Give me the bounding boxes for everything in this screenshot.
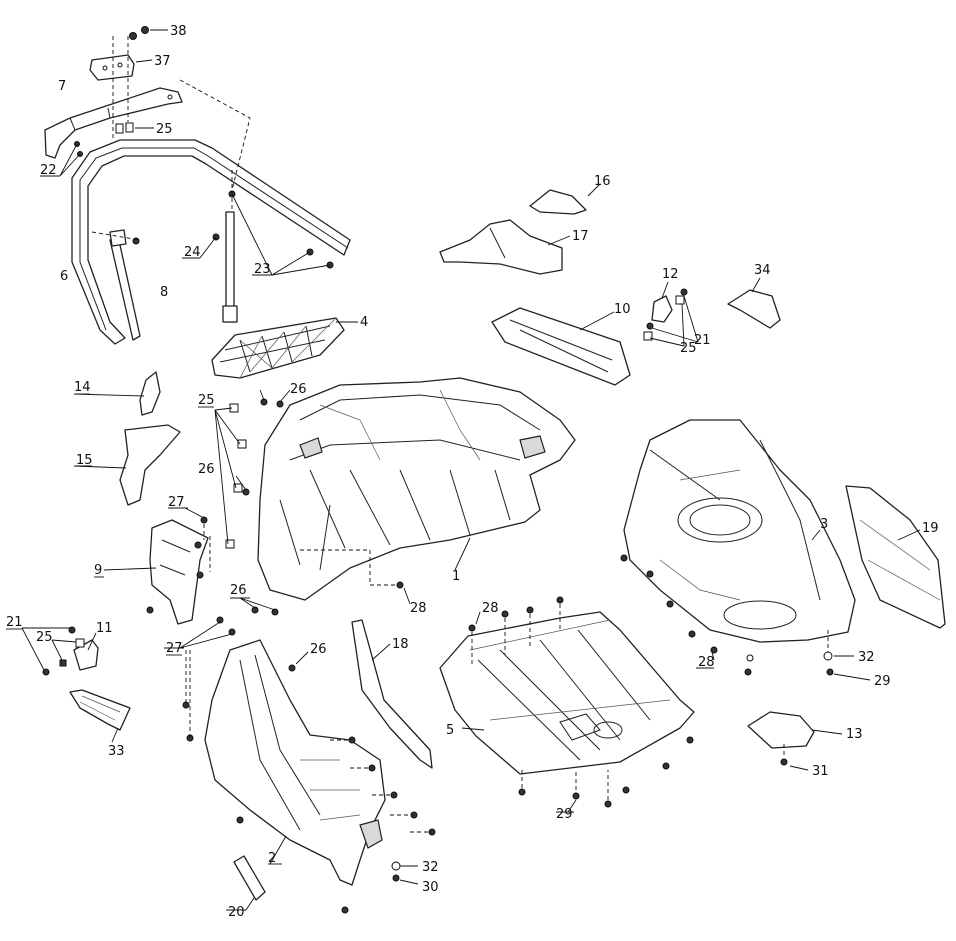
callout-21: 21 <box>6 615 23 630</box>
part-30-screw[interactable] <box>392 874 400 882</box>
part-4-mesh-panel[interactable] <box>211 317 345 379</box>
callout-31: 31 <box>812 764 829 779</box>
callout-14: 14 <box>74 380 91 395</box>
callout-12: 12 <box>662 267 679 282</box>
callout-4: 4 <box>360 315 368 330</box>
part-24-bracket[interactable] <box>212 211 238 323</box>
part-6-tube[interactable] <box>71 139 351 345</box>
part-3-right-side-floor[interactable] <box>623 419 856 643</box>
part-38-nut[interactable] <box>129 26 149 40</box>
callout-29: 29 <box>874 674 891 689</box>
callout-8: 8 <box>160 285 168 300</box>
callout-17: 17 <box>572 229 589 244</box>
callout-25: 25 <box>680 341 697 356</box>
part-28-screw[interactable] <box>396 581 404 589</box>
callout-20: 20 <box>228 905 245 920</box>
part-15-panel[interactable] <box>119 424 181 506</box>
part-9-side-panel[interactable] <box>149 519 209 625</box>
callout-26: 26 <box>290 382 307 397</box>
part-14-trim[interactable] <box>139 371 161 416</box>
part-5-fasteners[interactable] <box>468 596 694 808</box>
callout-25: 25 <box>156 122 173 137</box>
callout-27: 27 <box>168 495 185 510</box>
part-34-cover[interactable] <box>727 289 781 329</box>
part-3-fasteners[interactable] <box>620 554 754 676</box>
callout-34: 34 <box>754 263 771 278</box>
part-25-clips-right[interactable] <box>643 295 685 341</box>
callout-15: 15 <box>76 453 93 468</box>
part-21-bolts-right[interactable] <box>646 288 688 330</box>
callout-1: 1 <box>452 569 460 584</box>
part-18-side-strip[interactable] <box>351 619 433 769</box>
callout-5: 5 <box>446 723 454 738</box>
callout-38: 38 <box>170 24 187 39</box>
callout-28: 28 <box>482 601 499 616</box>
callout-3: 3 <box>820 517 828 532</box>
callout-21: 21 <box>694 333 711 348</box>
callout-26: 26 <box>230 583 247 598</box>
part-25-clips-lower-left[interactable] <box>59 638 85 667</box>
callout-22: 22 <box>40 163 57 178</box>
part-7-bracket[interactable] <box>44 87 183 159</box>
part-25-clip-top[interactable] <box>115 122 134 134</box>
callout-11: 11 <box>96 621 113 636</box>
part-37-plate[interactable] <box>89 54 135 81</box>
part-25-clips-left[interactable] <box>225 403 247 549</box>
part-17-seat-base[interactable] <box>439 219 563 275</box>
part-33-plate[interactable] <box>69 689 131 731</box>
part-22-bolts[interactable] <box>74 141 83 157</box>
part-10-console-panel[interactable] <box>491 307 631 386</box>
part-26-screw-front[interactable] <box>288 664 296 672</box>
part-16-cap[interactable] <box>529 189 587 215</box>
callout-25: 25 <box>36 630 53 645</box>
callout-18: 18 <box>392 637 409 652</box>
callout-26: 26 <box>198 462 215 477</box>
callout-29: 29 <box>556 807 573 822</box>
callout-32: 32 <box>422 860 439 875</box>
part-32-washer-front[interactable] <box>391 861 401 871</box>
part-12-bracket[interactable] <box>651 295 673 323</box>
part-5-skid-plate[interactable] <box>439 611 695 775</box>
callout-23: 23 <box>254 262 271 277</box>
part-13-cover-plate[interactable] <box>747 711 815 749</box>
callout-19: 19 <box>922 521 939 536</box>
part-32-washer-right[interactable] <box>823 651 833 661</box>
part-26-screws[interactable] <box>242 398 284 616</box>
callout-30: 30 <box>422 880 439 895</box>
callout-6: 6 <box>60 269 68 284</box>
callout-25: 25 <box>198 393 215 408</box>
callout-37: 37 <box>154 54 171 69</box>
callout-13: 13 <box>846 727 863 742</box>
callout-24: 24 <box>184 245 201 260</box>
callout-7: 7 <box>58 79 66 94</box>
part-2-front-well[interactable] <box>204 639 386 886</box>
callout-10: 10 <box>614 302 631 317</box>
part-8-strut[interactable] <box>109 229 141 341</box>
callout-2: 2 <box>268 851 276 866</box>
callout-26: 26 <box>310 642 327 657</box>
callout-33: 33 <box>108 744 125 759</box>
callout-32: 32 <box>858 650 875 665</box>
part-1-floor-tub[interactable] <box>257 377 576 601</box>
callout-28: 28 <box>698 655 715 670</box>
callout-16: 16 <box>594 174 611 189</box>
part-20-trim-strip[interactable] <box>233 855 266 901</box>
callout-9: 9 <box>94 563 102 578</box>
part-29-screw-right[interactable] <box>826 668 834 676</box>
part-21-bolts-left[interactable] <box>42 626 76 676</box>
callout-labels: 38 37 7 25 22 24 23 6 8 4 16 17 12 34 10… <box>6 24 939 920</box>
part-19-side-panel-right[interactable] <box>845 485 946 629</box>
callout-27: 27 <box>166 641 183 656</box>
callout-28: 28 <box>410 601 427 616</box>
part-27-screws-upper[interactable] <box>146 516 208 614</box>
